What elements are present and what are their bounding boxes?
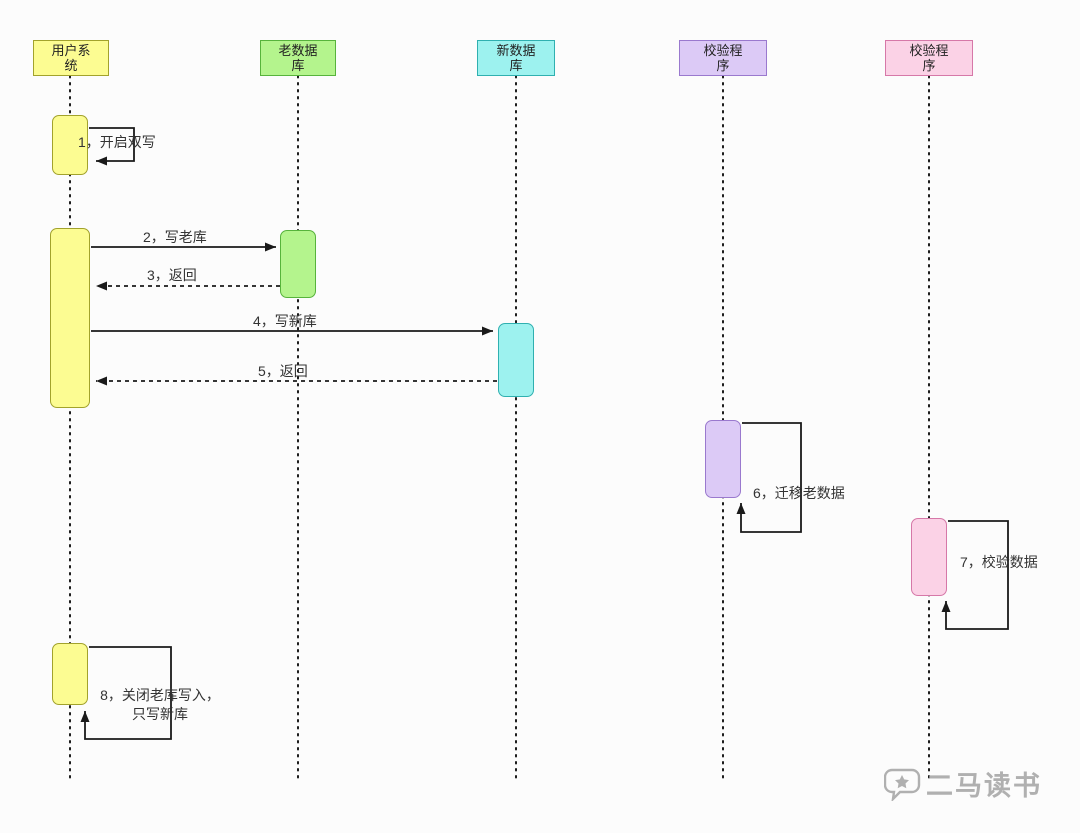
self-message-1-arrow [89, 127, 135, 166]
message-label-6: 6，迁移老数据 [753, 485, 845, 501]
participant-old-database: 老数据 库 [260, 40, 336, 76]
message-label-3: 3，返回 [147, 267, 197, 283]
activation-user-system-msg8 [52, 643, 88, 705]
participant-verify-program-2: 校验程 序 [885, 40, 973, 76]
brand-logo-icon [884, 768, 921, 801]
message-label-1: 1，开启双写 [78, 134, 156, 150]
participant-new-database: 新数据 库 [477, 40, 555, 76]
activation-old-database [280, 230, 316, 298]
activation-user-system-msg2-5 [50, 228, 90, 408]
activation-user-system-msg1 [52, 115, 88, 175]
message-label-4: 4，写新库 [253, 313, 317, 329]
watermark: 二马读书 [884, 764, 1042, 803]
message-label-7: 7，校验数据 [960, 554, 1038, 570]
participant-verify-program-1: 校验程 序 [679, 40, 767, 76]
self-message-8-arrow [80, 646, 172, 740]
self-message-7-arrow [941, 520, 1009, 630]
message-label-5: 5，返回 [258, 363, 308, 379]
brand-text: 二马读书 [926, 771, 1042, 801]
activation-new-database [498, 323, 534, 397]
activation-verify-program-1 [705, 420, 741, 498]
message-label-2: 2，写老库 [143, 229, 207, 245]
participant-user-system: 用户系 统 [33, 40, 109, 76]
self-message-6-arrow [736, 422, 802, 533]
activation-verify-program-2 [911, 518, 947, 596]
message-label-8: 8，关闭老库写入， 只写新库 [100, 687, 220, 722]
